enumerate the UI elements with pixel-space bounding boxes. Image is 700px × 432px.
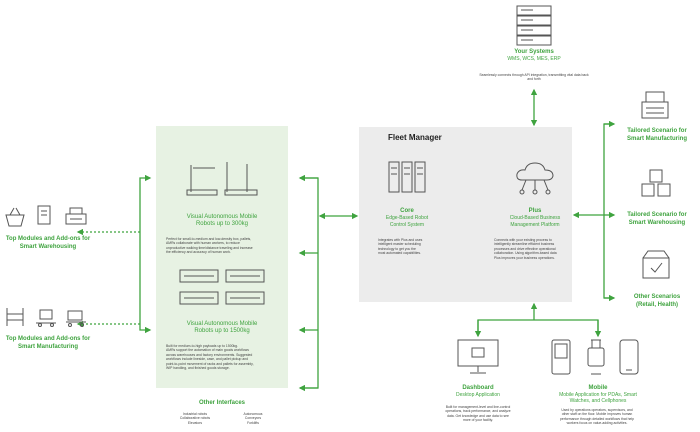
robot1-title-line1: Visual Autonomous Mobile [186,214,258,220]
mobile-title: Mobile [588,385,608,391]
dashboard-title: Dashboard [462,385,494,391]
conveyor-icon [36,309,56,327]
pda-icon [551,339,571,375]
desktop-icon [457,339,499,374]
other-interfaces-title: Other Interfaces [198,400,246,406]
core-server-icon [388,161,426,193]
dashboard-sub: Desktop Application [456,392,500,398]
plus-label: Plus [528,208,542,214]
shelf-icon [6,308,24,326]
bottom-bracket [477,319,599,334]
scanner-icon [37,205,51,225]
smartwatch-icon [587,339,605,375]
fleet-manager-title: Fleet Manager [388,133,442,142]
your-systems-title: Your Systems [514,49,554,55]
basket-icon [5,207,25,227]
robot2-title-line2: Robots up to 1500kg [194,328,250,334]
package-check-icon [642,250,670,279]
mobile-desc: Used by operations operators, supervisor… [559,408,635,426]
left-bracket [139,177,152,334]
dashboard-desc: Built for management-level and line-cont… [445,405,511,423]
robot2-title-line1: Visual Autonomous Mobile [186,321,258,327]
cash-register-icon [641,91,669,119]
your-systems-subtitle: WMS, WCS, MES, ERP [507,56,561,62]
robot1-desc: Perfect for small-to-medium and low-dens… [166,237,253,255]
fleet-manager-panel [359,127,572,302]
cloud-network-icon [516,162,554,195]
your-systems-desc: Seamlessly connects through API integrat… [479,73,589,82]
boxes-icon [641,169,671,197]
printer-icon [65,207,87,225]
robot1-title-line2: Robots up to 300kg [195,221,249,227]
right-bracket [603,123,612,299]
heavy-robots-icon [179,269,265,305]
cart-icon [66,310,86,327]
amr-panel [156,126,288,388]
cellphone-icon [619,339,639,375]
scenario-other-label: Other Scenarios(Retail, Health) [633,294,681,308]
robot2-desc: Built for medium-to-high payloads up to … [166,344,254,371]
server-rack-icon [516,5,552,46]
mid-bracket [300,177,319,389]
lift-robot-icon [186,162,258,196]
core-label: Core [400,208,414,214]
